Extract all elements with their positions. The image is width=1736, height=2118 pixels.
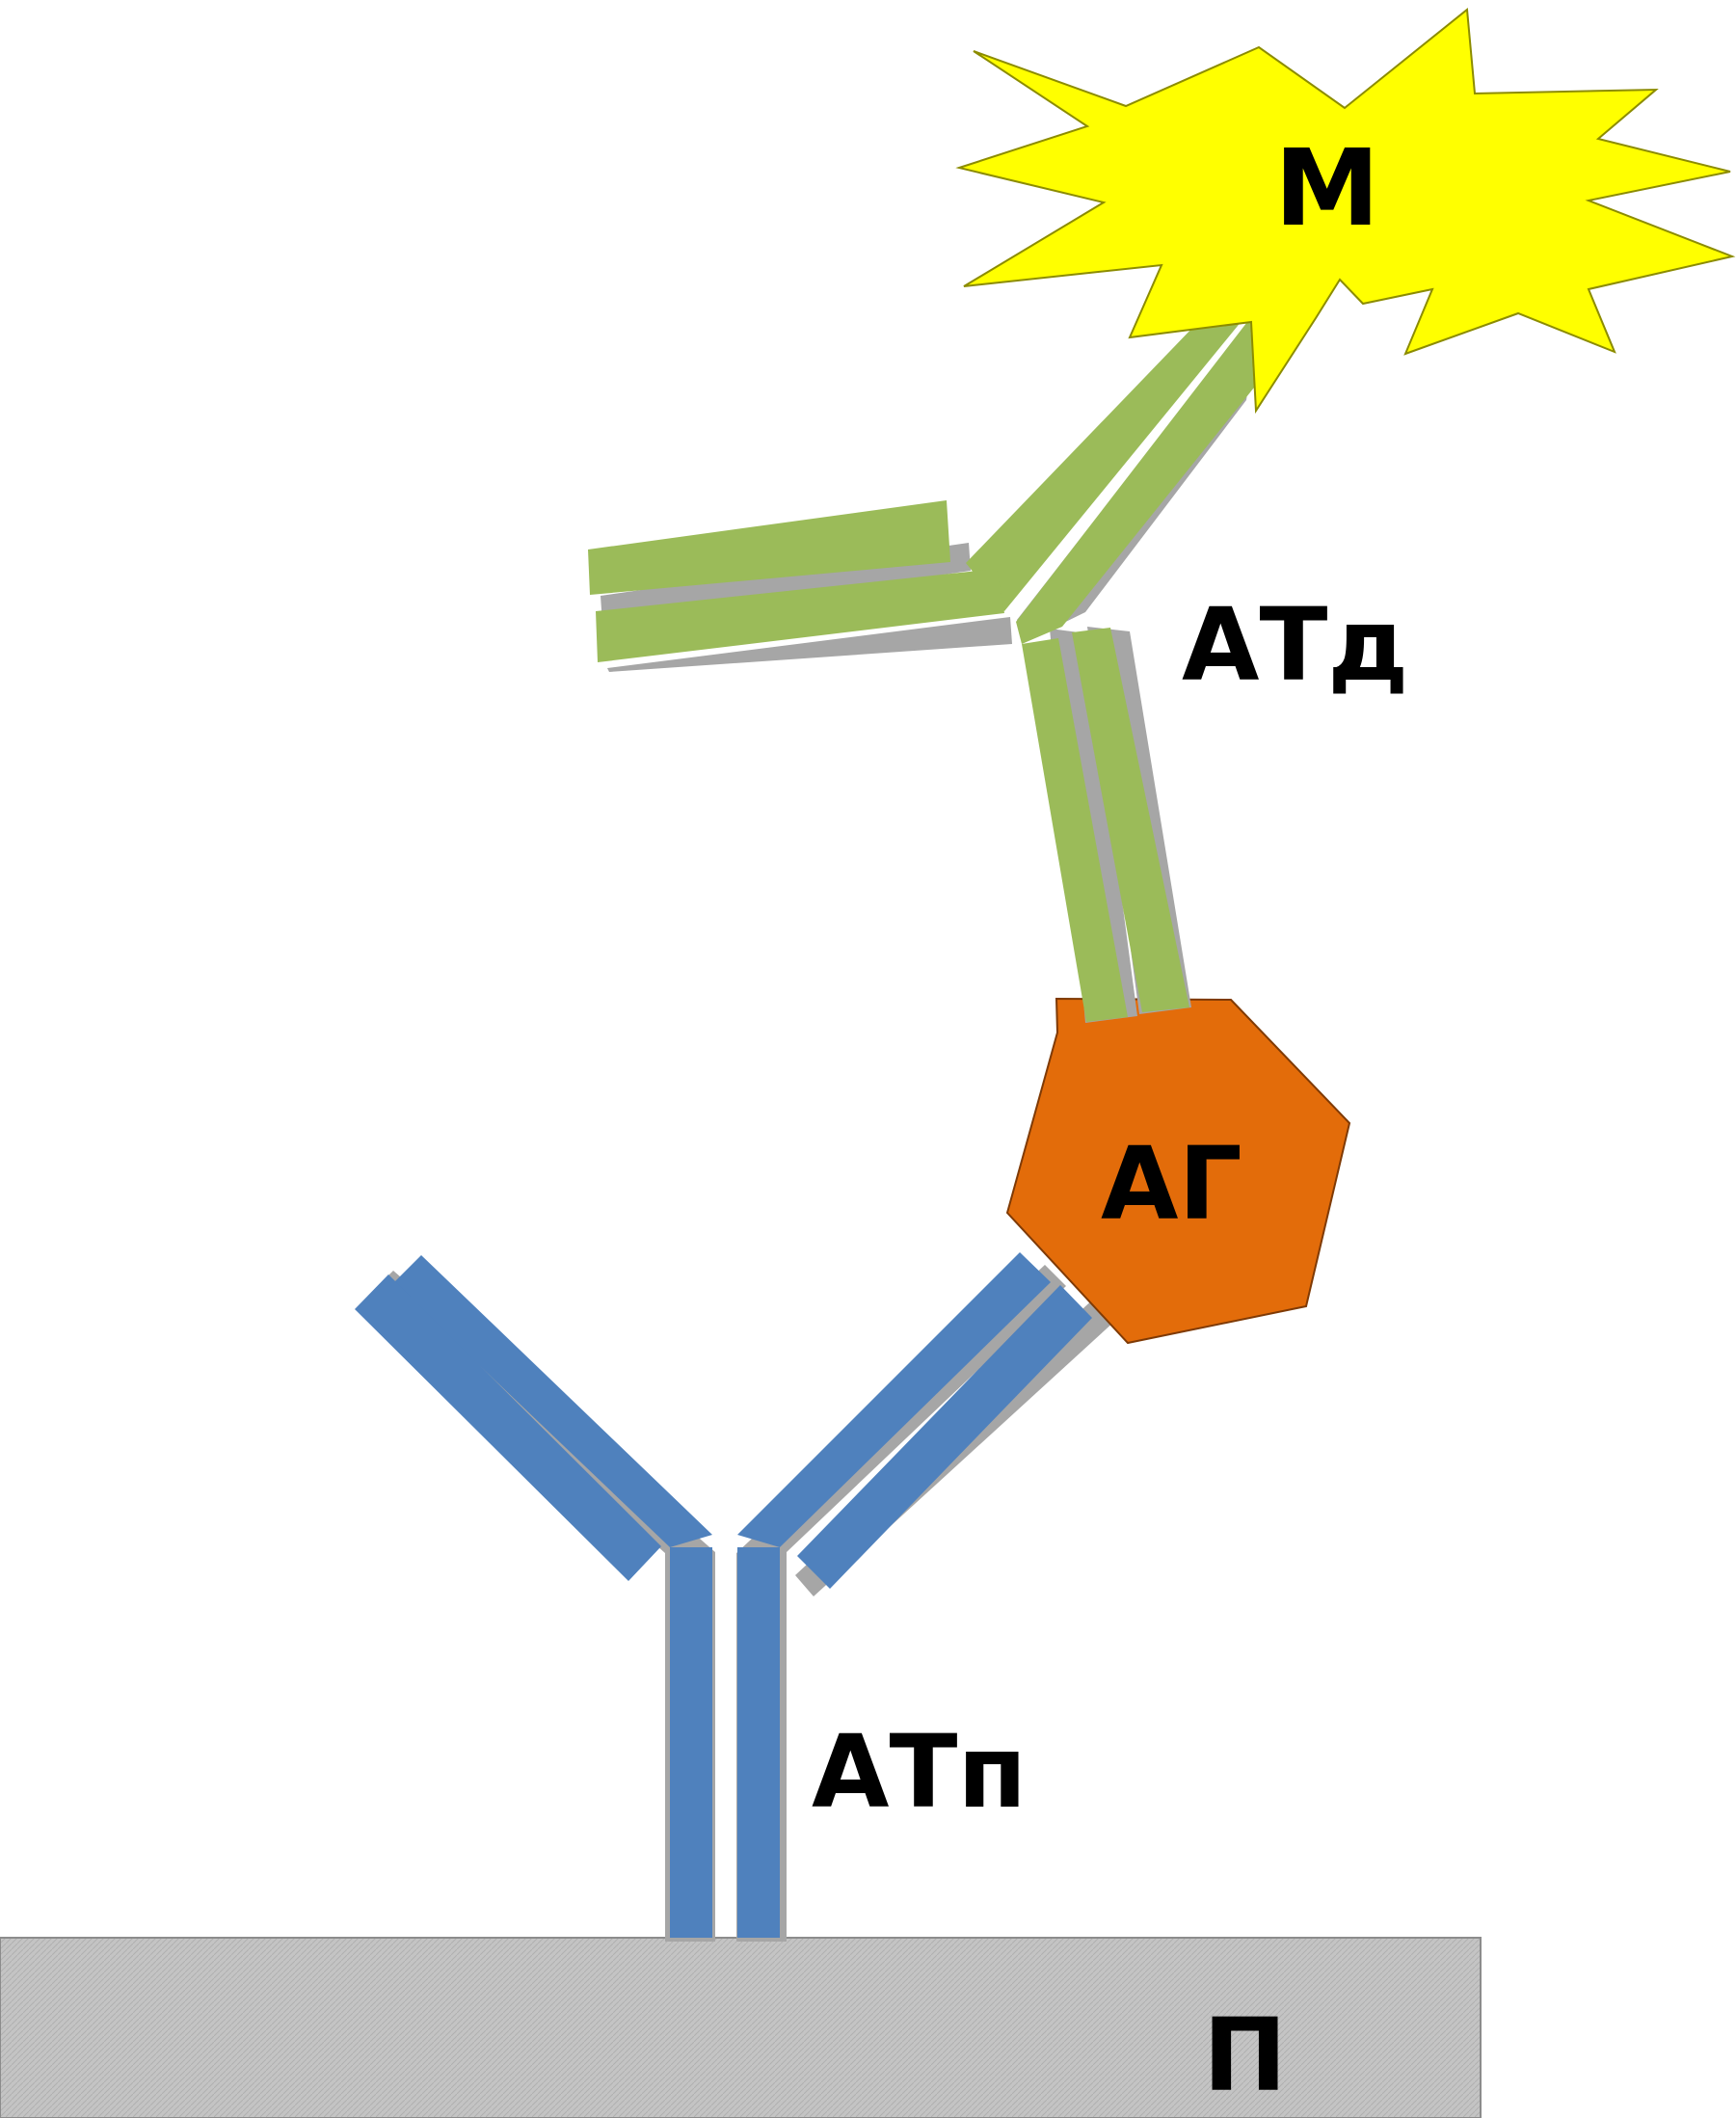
surface-rect (0, 1937, 1482, 2118)
detection-antibody-label: АТд (1182, 586, 1408, 704)
surface-plate (0, 1937, 1482, 2118)
marker-label: М (1274, 126, 1379, 250)
surface-label: П (1203, 1997, 1287, 2114)
capture-antibody-label: АТп (812, 1713, 1027, 1831)
marker (955, 8, 1736, 415)
antigen-shape (1005, 997, 1351, 1345)
capture-antibody (355, 1252, 1115, 1942)
detection-antibody-fill (588, 297, 1254, 1022)
capture-antibody-fill (355, 1252, 1092, 1938)
marker-starburst (955, 8, 1736, 415)
antigen-label: АГ (1101, 1125, 1242, 1243)
detection-antibody (588, 297, 1257, 1023)
antigen (1005, 997, 1351, 1345)
